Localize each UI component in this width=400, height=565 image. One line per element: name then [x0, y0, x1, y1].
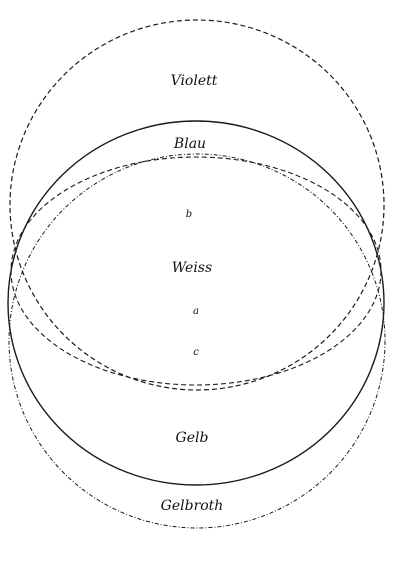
blau-gelb-circle [7, 120, 385, 486]
violett-circle [9, 19, 385, 391]
label-blau: Blau [173, 136, 206, 152]
label-b: b [186, 209, 192, 220]
label-c: c [193, 347, 199, 358]
label-weiss: Weiss [172, 260, 212, 276]
weiss-circle [10, 156, 382, 386]
gelbroth-circle [8, 153, 386, 529]
label-gelbroth: Gelbroth [161, 498, 224, 514]
label-gelb: Gelb [176, 430, 209, 446]
label-a: a [193, 306, 199, 317]
label-violett: Violett [171, 73, 218, 89]
